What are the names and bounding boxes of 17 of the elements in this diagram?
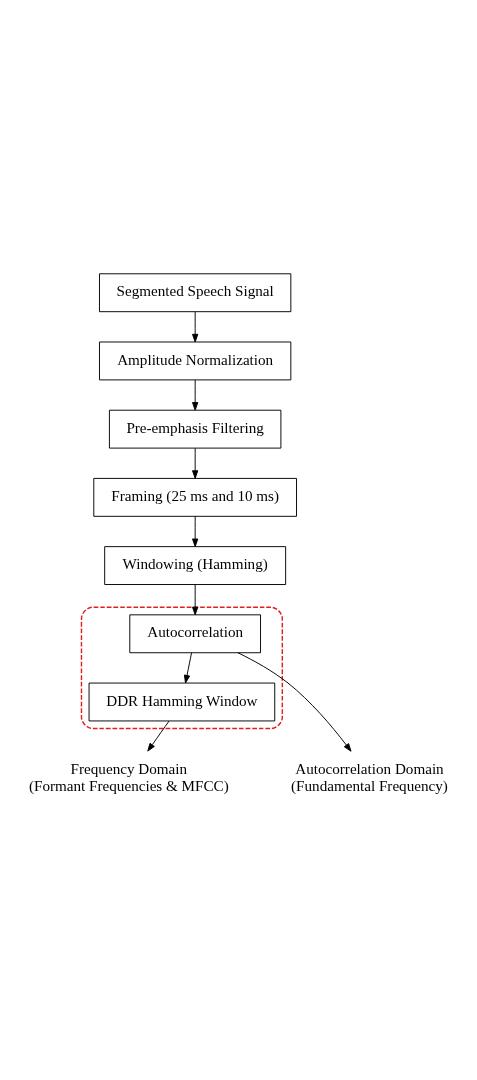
arrow [192,311,199,343]
node-box: Segmented Speech Signal [99,273,292,313]
arrow [192,584,199,616]
node-box: Autocorrelation [129,614,261,654]
node-box: Windowing (Hamming) [104,546,287,585]
arrow [192,515,199,547]
node-box: Amplitude Normalization [99,341,292,381]
node-box: DDR Hamming Window [88,682,276,722]
arrow [237,652,352,752]
arrow [147,720,170,752]
node-text: Autocorrelation Domain (Fundamental Frequency) [291,759,448,794]
node-box: Framing (25 ms and 10 ms) [93,477,297,517]
node-box: Pre-emphasis Filtering [108,409,282,449]
node-text: Frequency Domain (Formant Frequencies & MFCC) [28,759,229,794]
arrow [192,447,199,479]
arrow [192,379,199,411]
arrow [183,652,192,684]
